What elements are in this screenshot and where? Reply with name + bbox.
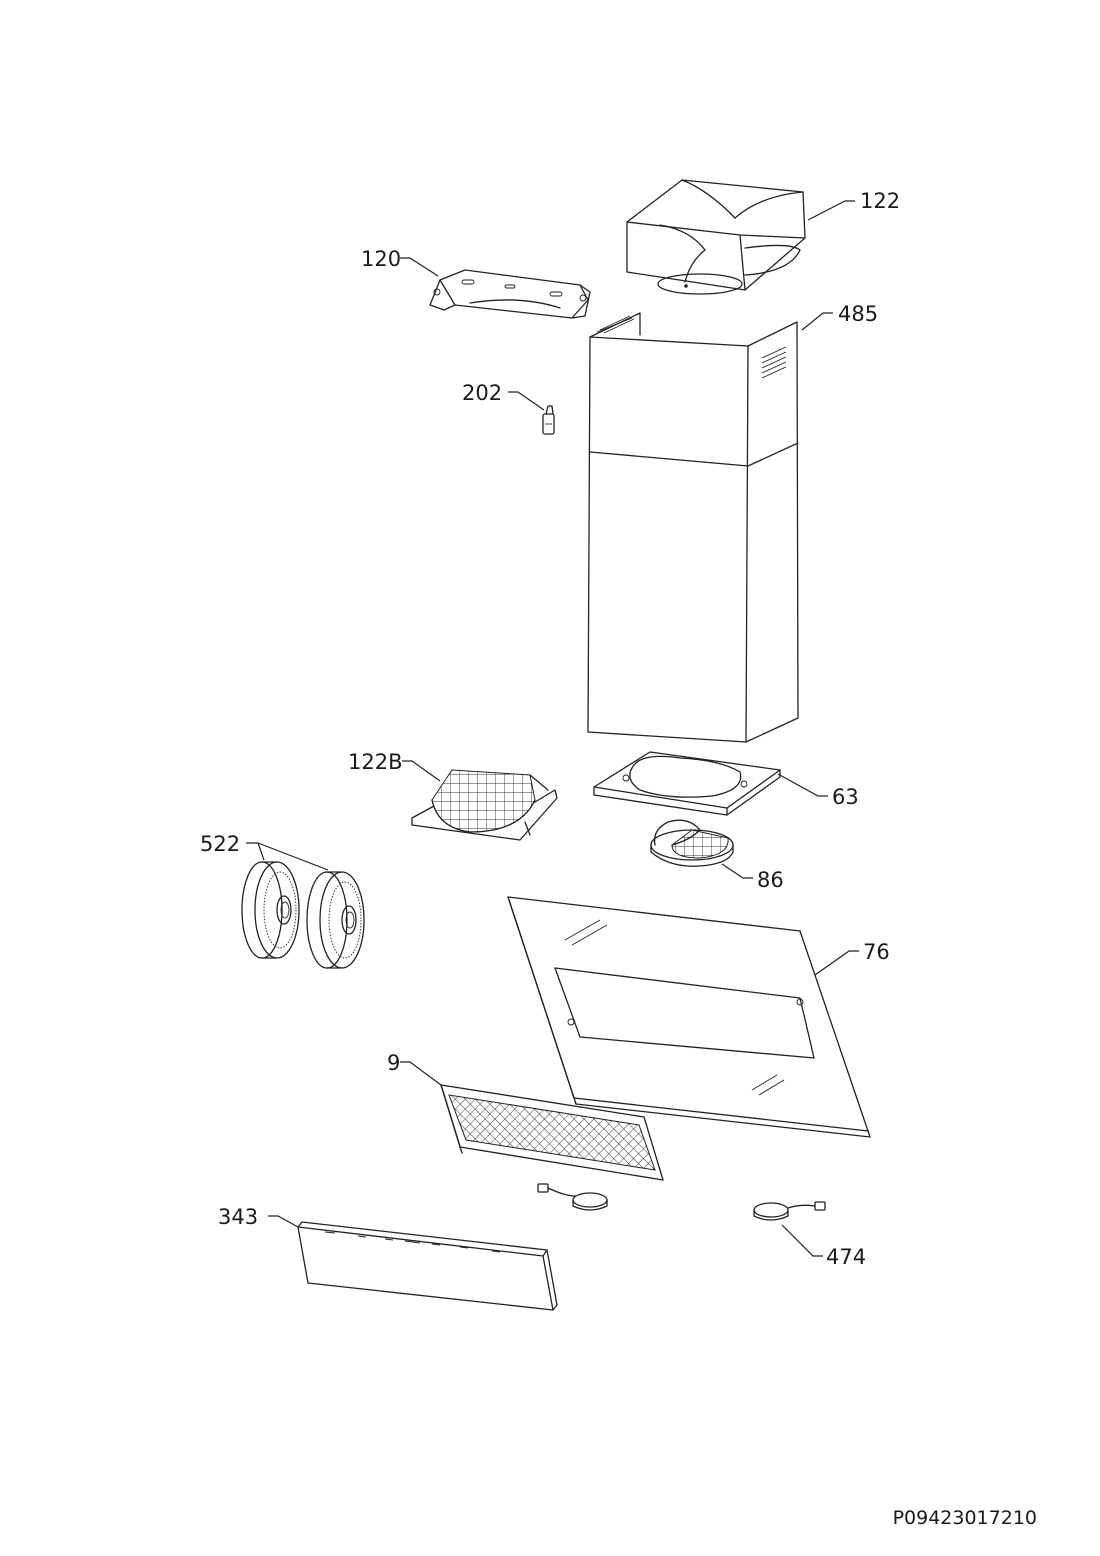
part-202-clip [542, 405, 555, 435]
part-120-mounting-bracket [429, 269, 591, 319]
part-86-round-filter [650, 819, 734, 867]
filter-disc-left [241, 861, 300, 959]
leader-lines [246, 200, 859, 1257]
label-474: 474 [826, 1245, 866, 1269]
label-485: 485 [838, 302, 878, 326]
label-120: 120 [361, 247, 401, 271]
document-code: P09423017210 [893, 1507, 1037, 1529]
label-202: 202 [462, 381, 502, 405]
filter-disc-right [306, 871, 365, 969]
label-86: 86 [757, 868, 784, 892]
label-122: 122 [860, 189, 900, 213]
part-122b-filter-holder [411, 769, 558, 841]
part-474-led-lamps [537, 1183, 826, 1221]
part-9-grease-filter [440, 1084, 664, 1181]
label-522: 522 [200, 832, 240, 856]
part-76-glass-panel [507, 896, 871, 1138]
label-122b: 122B [348, 750, 403, 774]
part-485-chimney [587, 312, 799, 743]
label-343: 343 [218, 1205, 258, 1229]
led-lamp-left [537, 1183, 608, 1211]
part-343-control-strip [297, 1221, 558, 1311]
part-labels: 122 120 485 202 122B 63 522 86 76 9 343 … [200, 189, 900, 1269]
part-63-base-plate [593, 751, 781, 816]
part-522-filter-pair [241, 861, 365, 969]
led-lamp-right [753, 1201, 826, 1221]
label-76: 76 [863, 940, 890, 964]
label-63: 63 [832, 785, 859, 809]
part-122-duct-connector [626, 179, 806, 295]
label-9: 9 [387, 1051, 400, 1075]
